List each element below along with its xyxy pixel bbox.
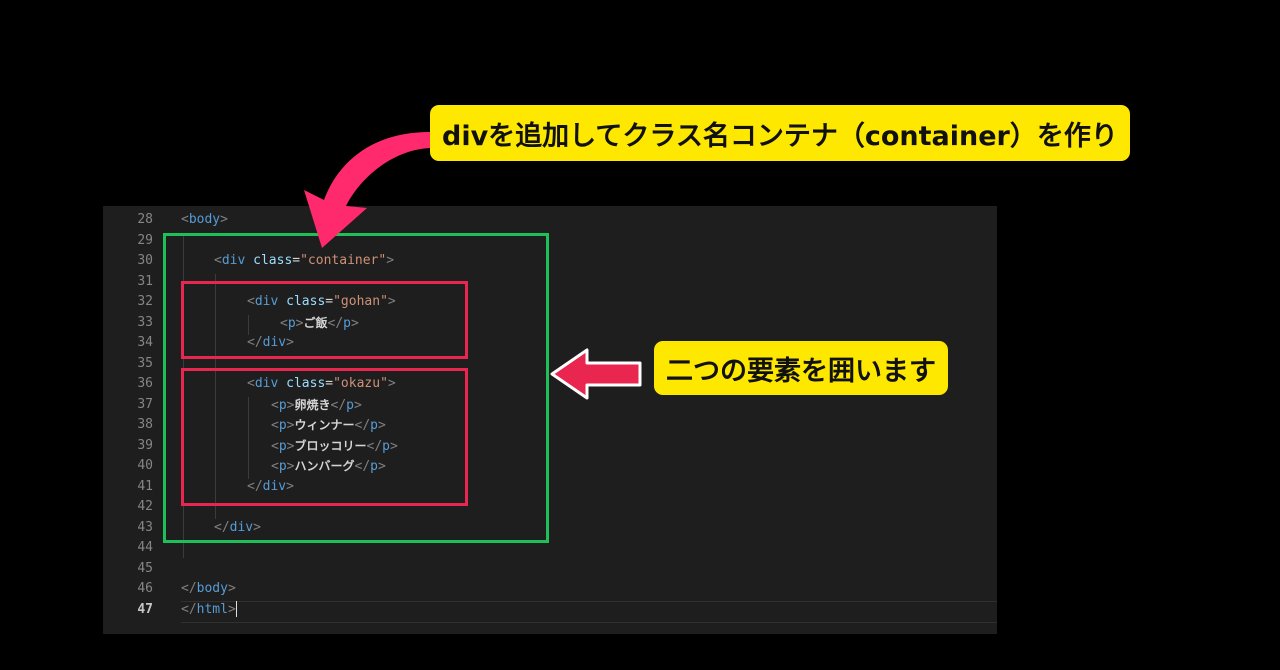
code-line: 42 [103, 497, 997, 518]
text-content: ブロッコリー [294, 438, 367, 453]
code-line: 45 [103, 559, 997, 580]
code-line: 28 <body> [103, 210, 997, 231]
line-number: 28 [137, 212, 153, 227]
line-number: 43 [137, 519, 153, 535]
line-number: 31 [137, 273, 153, 289]
code-line: 30 <div class="container"> [103, 251, 997, 272]
text-content: 卵焼き [294, 397, 331, 412]
line-number: 32 [137, 294, 153, 309]
line-number: 30 [137, 253, 153, 268]
line-number: 39 [137, 437, 153, 453]
code-line: 29 [103, 231, 997, 252]
indent-guide [248, 315, 249, 335]
line-number: 38 [137, 417, 153, 432]
line-number: 41 [137, 478, 153, 494]
code-line: 46 </body> [103, 579, 997, 600]
class-value: "container" [300, 253, 387, 268]
text-content: ウィンナー [294, 418, 355, 432]
text-content: ハンバーグ [294, 459, 355, 473]
code-line: 31 [103, 272, 997, 293]
code-line: 33 <p>ご飯</p> [103, 313, 997, 334]
code-line: 38 <p>ウィンナー</p> [103, 415, 997, 436]
line-number: 46 [137, 581, 153, 596]
callout-wrap-elements: 二つの要素を囲います [654, 341, 948, 395]
code-line: 47 </html> [103, 600, 997, 621]
text-cursor [235, 601, 237, 617]
line-number: 40 [137, 458, 153, 473]
line-number: 36 [137, 376, 153, 391]
text-content: ご飯 [303, 315, 328, 330]
code-line: 35 [103, 354, 997, 375]
code-line: 44 [103, 538, 997, 559]
line-number: 44 [137, 540, 153, 555]
callout-create-container: divを追加してクラス名コンテナ（container）を作り [430, 105, 1130, 161]
code-line: 34 </div> [103, 333, 997, 354]
indent-guide [215, 274, 216, 519]
code-line: 32 <div class="gohan"> [103, 292, 997, 313]
class-value: "okazu" [333, 376, 388, 391]
line-number: 42 [137, 499, 153, 514]
line-number: 33 [137, 314, 153, 330]
code-line: 39 <p>ブロッコリー</p> [103, 436, 997, 457]
curved-arrow-icon [304, 132, 430, 248]
code-line: 37 <p>卵焼き</p> [103, 395, 997, 416]
current-line-highlight [181, 601, 997, 623]
code-line: 40 <p>ハンバーグ</p> [103, 456, 997, 477]
code-line: 36 <div class="okazu"> [103, 374, 997, 395]
code-line: 43 </div> [103, 518, 997, 539]
gohan-highlight-box [181, 281, 468, 359]
code-editor[interactable]: 28 <body> 29 30 <div class="container"> … [103, 206, 997, 634]
line-number: 35 [137, 355, 153, 371]
container-highlight-box [163, 233, 549, 543]
left-arrow-icon [550, 348, 642, 400]
line-number: 29 [137, 232, 153, 248]
line-number: 34 [137, 335, 153, 350]
class-value: "gohan" [333, 294, 388, 309]
code-line: 41 </div> [103, 477, 997, 498]
line-number: 37 [137, 396, 153, 412]
line-number: 45 [137, 560, 153, 576]
indent-guide [248, 397, 249, 479]
line-number: 47 [137, 601, 153, 617]
okazu-highlight-box [181, 368, 468, 506]
